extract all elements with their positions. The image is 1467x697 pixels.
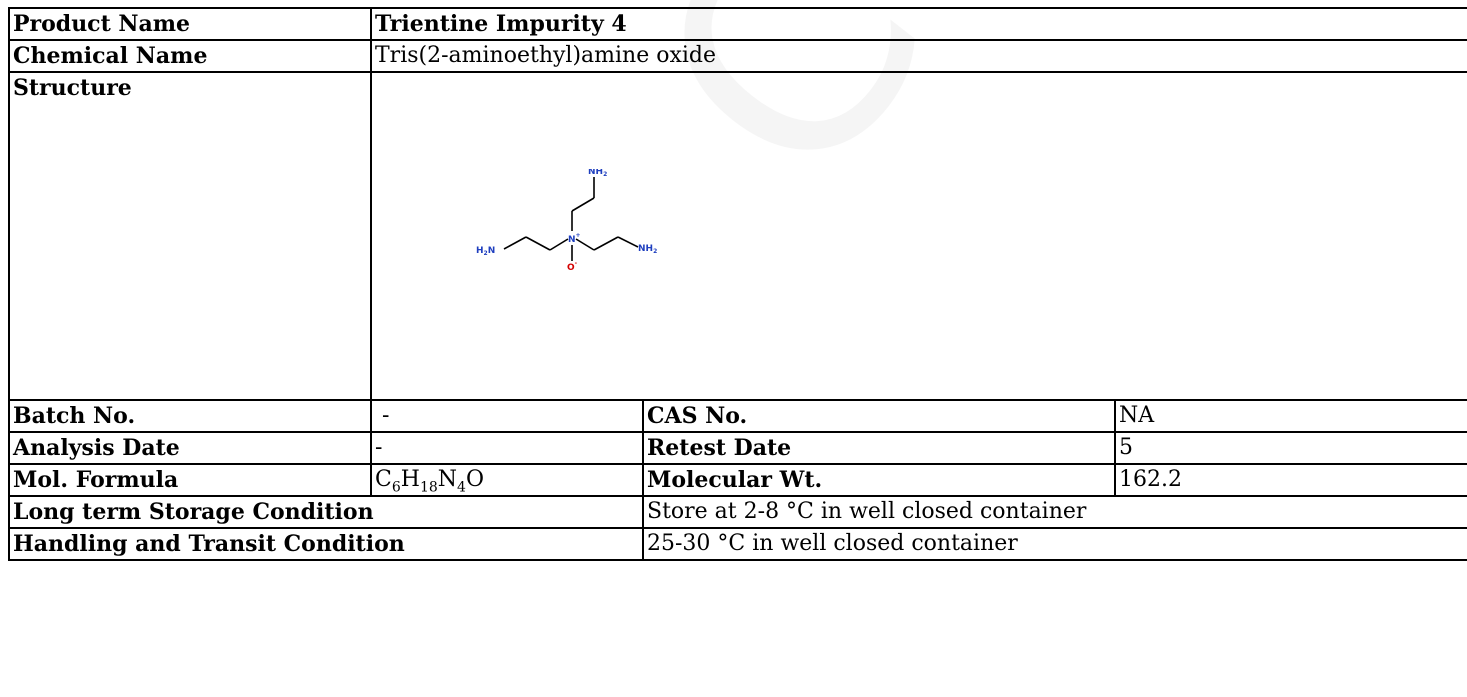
storage-label: Long term Storage Condition xyxy=(8,495,644,529)
retest-date-label: Retest Date xyxy=(642,431,1116,465)
coa-table: Product Name Trientine Impurity 4 Chemic… xyxy=(8,7,1467,561)
analysis-date-value: - xyxy=(370,431,644,465)
product-name-label: Product Name xyxy=(8,7,372,41)
row-handling: Handling and Transit Condition 25-30 °C … xyxy=(8,527,1467,561)
analysis-date-label: Analysis Date xyxy=(8,431,372,465)
storage-value: Store at 2-8 °C in well closed container xyxy=(641,495,1467,529)
handling-value: 25-30 °C in well closed container xyxy=(641,527,1467,561)
atom-nh2-right: NH2 xyxy=(638,244,657,255)
row-batch-cas: Batch No. - CAS No. NA xyxy=(8,399,1467,433)
row-storage: Long term Storage Condition Store at 2-8… xyxy=(8,495,1467,529)
row-structure: Structure xyxy=(8,71,1467,401)
structure-label: Structure xyxy=(8,71,372,401)
chemical-name-value: Tris(2-aminoethyl)amine oxide xyxy=(369,39,1467,73)
molecular-wt-label: Molecular Wt. xyxy=(642,463,1116,497)
atom-o-minus: O- xyxy=(567,260,578,273)
atom-n-plus: N+ xyxy=(568,232,581,245)
batch-no-value: - xyxy=(370,399,644,433)
cas-no-value: NA xyxy=(1113,399,1467,433)
chemical-name-label: Chemical Name xyxy=(8,39,372,73)
row-chemical-name: Chemical Name Tris(2-aminoethyl)amine ox… xyxy=(8,39,1467,73)
retest-date-value: 5 xyxy=(1113,431,1467,465)
row-product-name: Product Name Trientine Impurity 4 xyxy=(8,7,1467,41)
product-name-value: Trientine Impurity 4 xyxy=(369,7,1467,41)
atom-nh2-top: NH2 xyxy=(588,169,607,178)
mol-formula-label: Mol. Formula xyxy=(8,463,372,497)
structure-image-cell: NH2 H2N NH2 N+ O- xyxy=(369,71,1467,401)
handling-label: Handling and Transit Condition xyxy=(8,527,644,561)
batch-no-label: Batch No. xyxy=(8,399,372,433)
row-analysis-retest: Analysis Date - Retest Date 5 xyxy=(8,431,1467,465)
row-formula-weight: Mol. Formula C6H18N4O Molecular Wt. 162.… xyxy=(8,463,1467,497)
cas-no-label: CAS No. xyxy=(642,399,1116,433)
molecule-structure-image: NH2 H2N NH2 N+ O- xyxy=(476,169,657,273)
atom-nh2-left: H2N xyxy=(476,246,495,257)
molecular-wt-value: 162.2 xyxy=(1113,463,1467,497)
mol-formula-value: C6H18N4O xyxy=(370,463,644,497)
